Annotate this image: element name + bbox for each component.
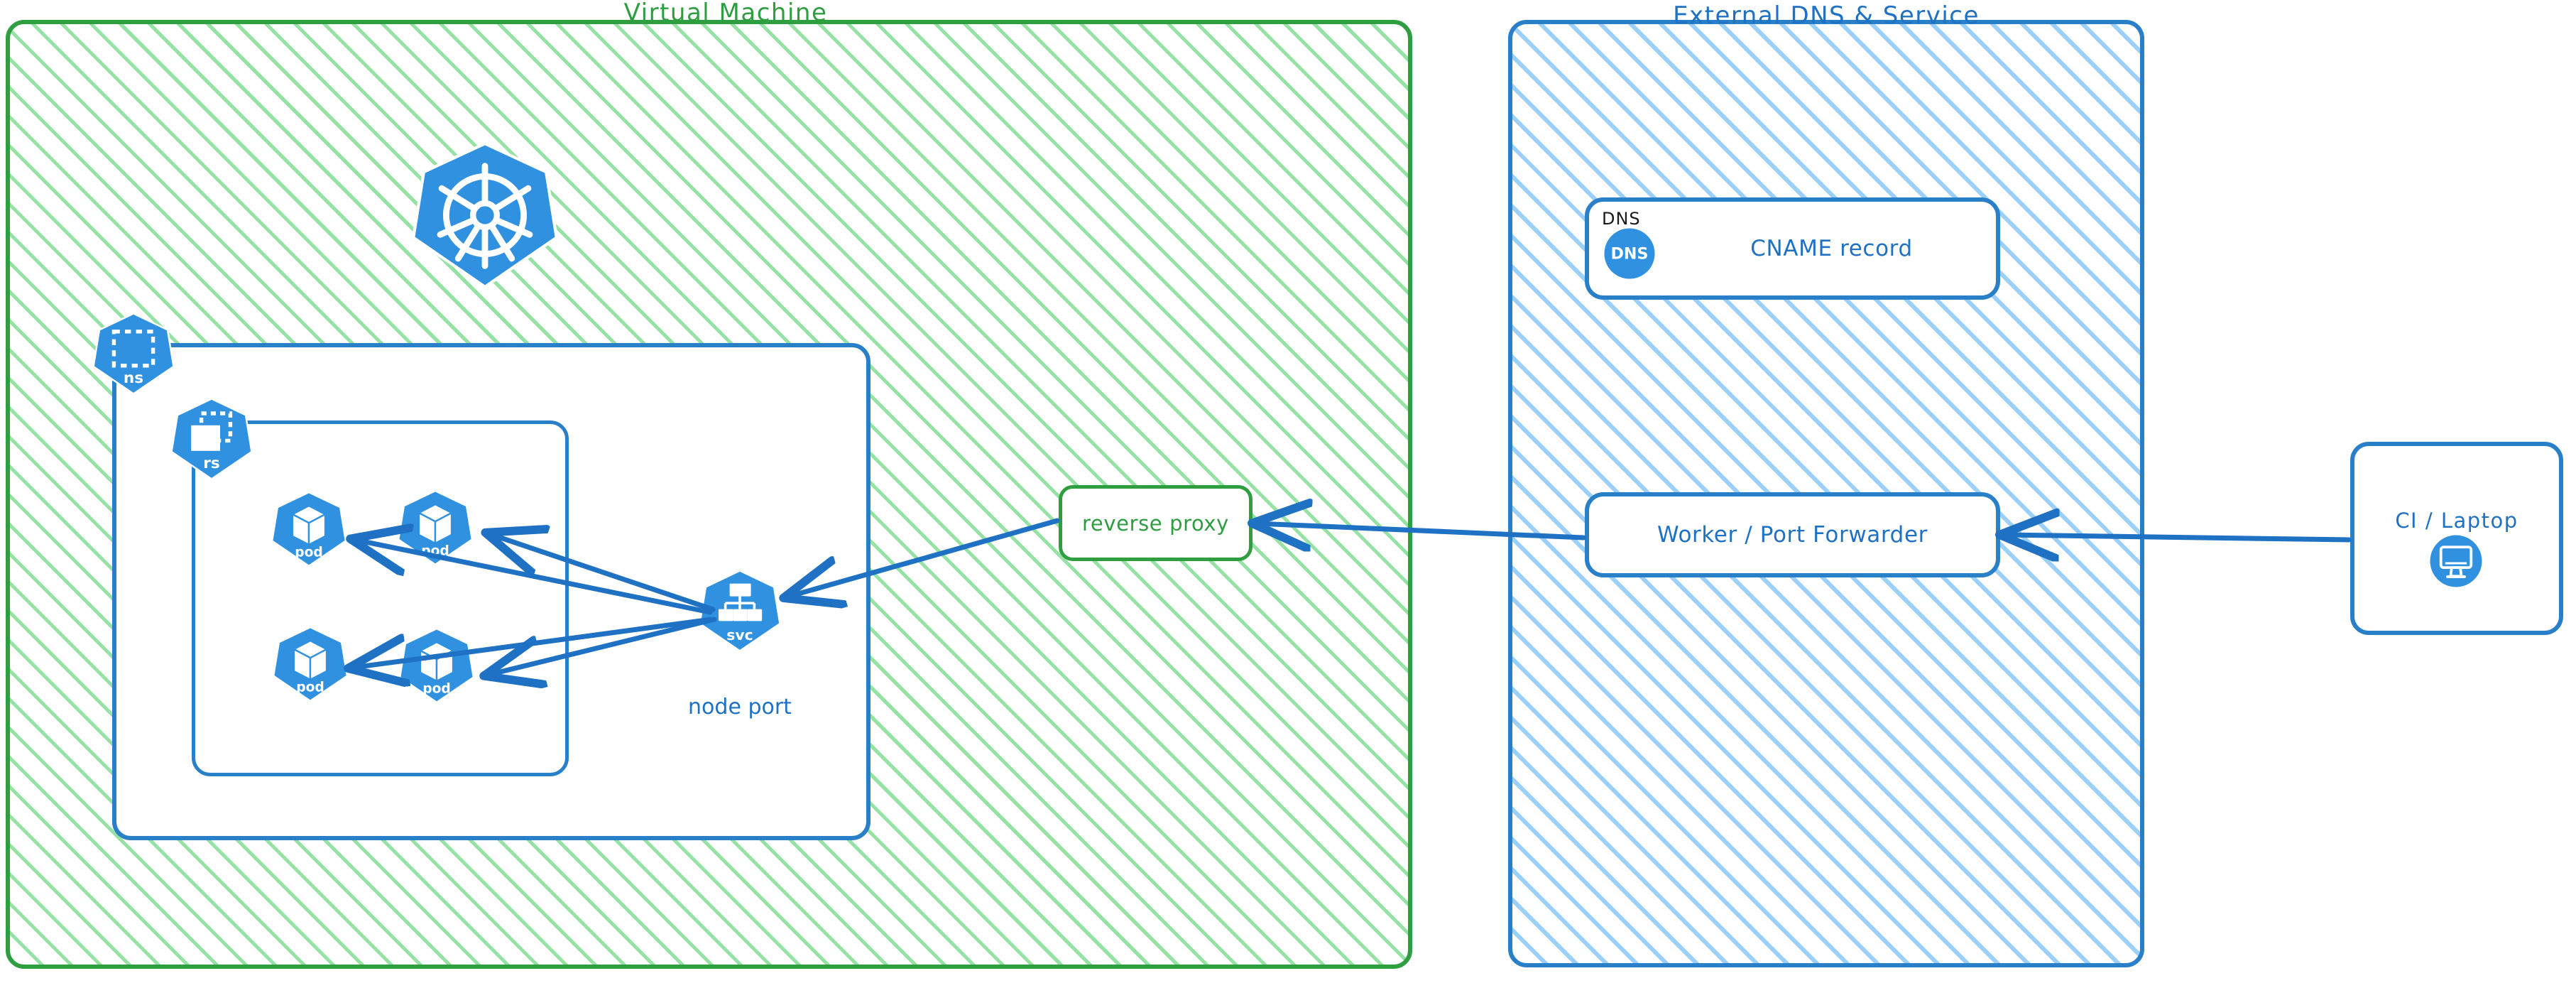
service-icon: svc [697,568,782,653]
ci-laptop-label: CI / Laptop [2395,509,2518,533]
pod-icon-1: pod [270,490,348,568]
kubernetes-logo [410,141,560,290]
reverse-proxy-box[interactable]: reverse proxy [1059,485,1252,561]
panel-title-virtual-machine: Virtual Machine [623,0,828,27]
pod-icon-label: pod [421,544,449,559]
monitor-icon [2429,534,2483,588]
reverse-proxy-label: reverse proxy [1082,511,1229,536]
worker-port-forwarder-label: Worker / Port Forwarder [1657,522,1928,548]
dns-badge-text: DNS [1611,244,1649,263]
pod-icon-label: pod [422,682,451,697]
pod-icon-label: pod [295,545,323,560]
replicaset-icon-label: rs [203,455,220,472]
panel-title-external-dns-service: External DNS & Service [1673,1,1980,30]
namespace-icon: ns [91,311,176,396]
pod-icon-label: pod [296,680,324,695]
replicaset-icon: rs [169,396,254,482]
node-port-label: node port [688,695,792,719]
pod-icon-3: pod [271,625,349,703]
namespace-icon-label: ns [124,369,143,387]
worker-port-forwarder-card[interactable]: Worker / Port Forwarder [1585,492,2000,577]
service-icon-label: svc [726,626,753,643]
dns-card-corner-tag: DNS [1602,209,1641,229]
cname-record-label: CNAME record [1750,236,1913,261]
dns-badge-icon: DNS [1603,227,1656,280]
pod-icon-2: pod [396,489,474,567]
pod-icon-4: pod [398,626,476,705]
